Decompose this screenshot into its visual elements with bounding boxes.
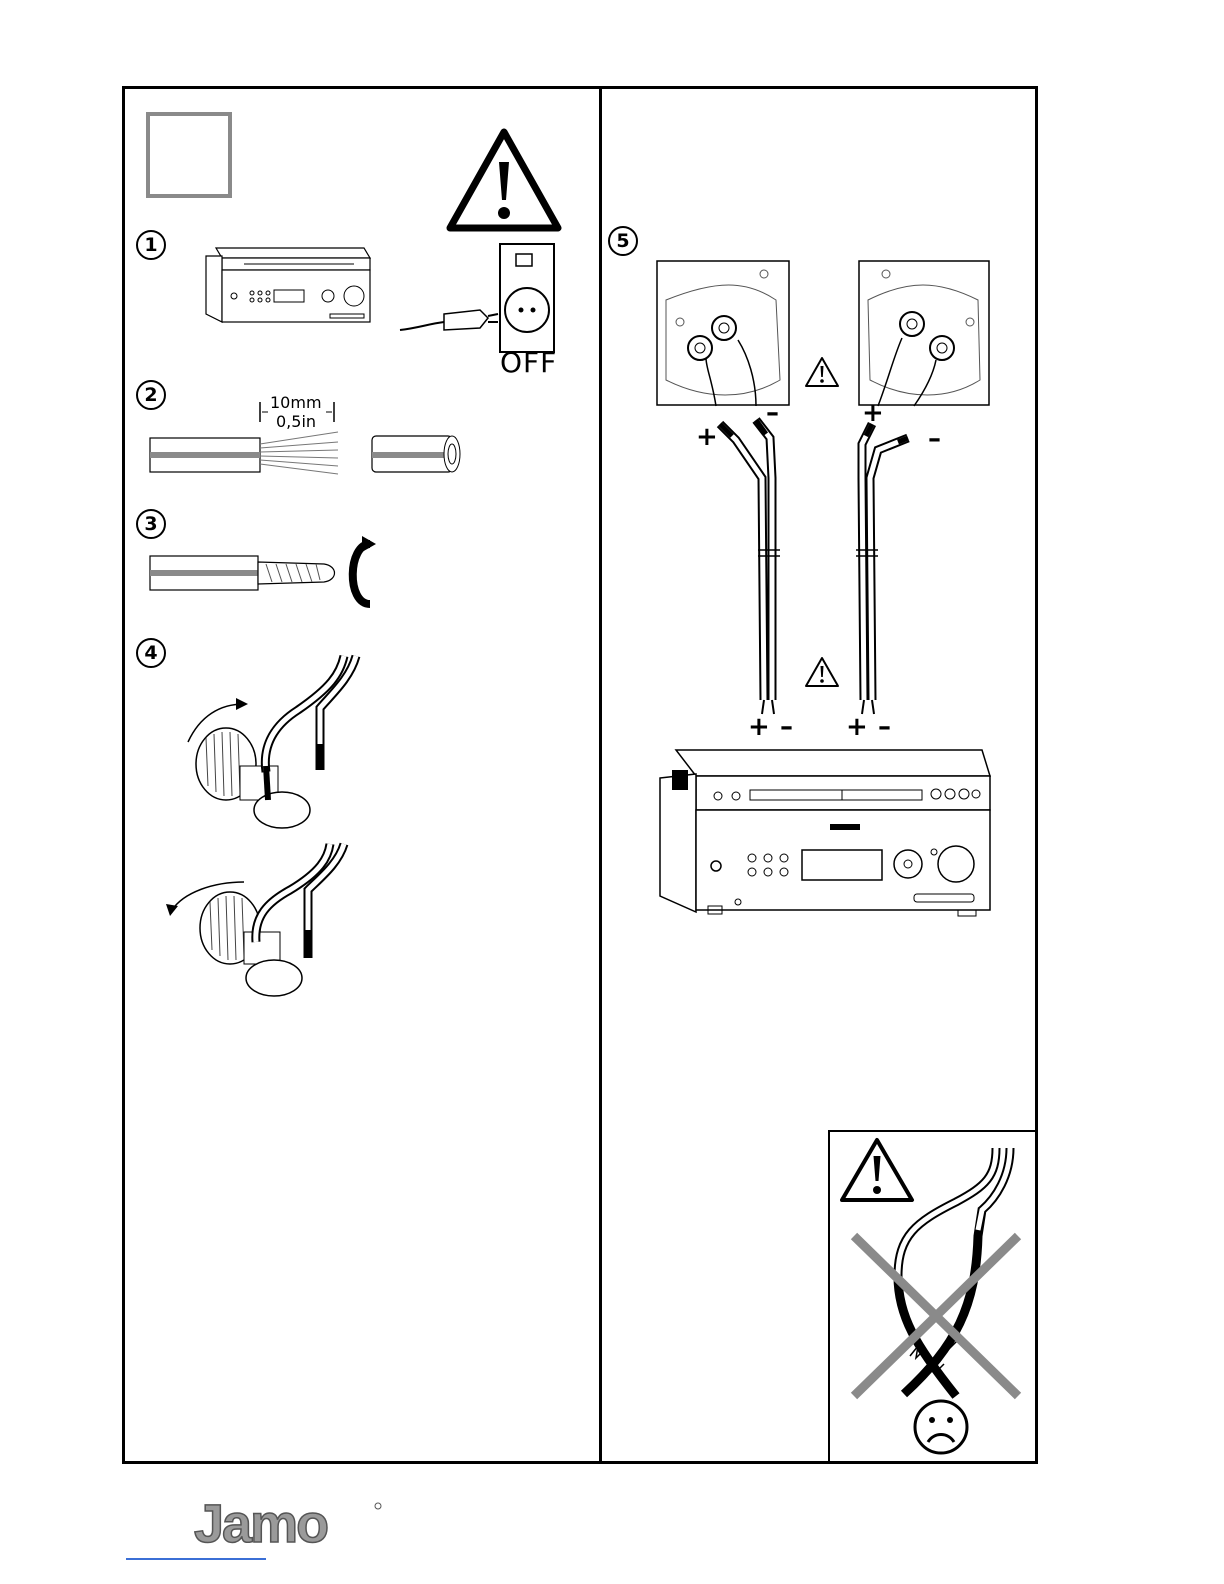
polarity-warning-icon [804, 356, 840, 388]
left-speaker-minus-label: – [766, 398, 779, 428]
left-speaker-plus-label: + [696, 422, 718, 452]
sad-face-icon [912, 1398, 970, 1456]
jamo-logo: Jamo [194, 1496, 384, 1550]
column-divider [599, 86, 602, 1464]
step-number-4: 4 [136, 638, 166, 668]
power-off-label: OFF [500, 346, 557, 379]
right-speaker-terminal-illustration [858, 260, 990, 406]
left-speaker-terminal-illustration [656, 260, 790, 406]
stripped-wire-illustration [148, 396, 468, 480]
right-speaker-minus-label: – [928, 424, 941, 454]
amp-left-plus-label: + [748, 712, 770, 742]
cross-out-icon [850, 1232, 1022, 1400]
svg-text:Jamo: Jamo [194, 1494, 327, 1554]
receiver-stack-illustration [204, 238, 376, 328]
step-number-5: 5 [608, 226, 638, 256]
amp-left-minus-label: – [780, 712, 793, 742]
warning-triangle-icon [444, 126, 564, 234]
amplifier-illustration [656, 746, 992, 922]
binding-post-loosen-illustration [164, 842, 364, 1002]
amp-right-minus-label: – [878, 712, 891, 742]
right-speaker-plus-label: + [862, 398, 884, 428]
language-marker-box [146, 112, 232, 198]
step-number-3: 3 [136, 509, 166, 539]
speaker-cables-illustration [700, 404, 930, 724]
rotate-icon [342, 534, 382, 614]
footer-link-underline [126, 1558, 266, 1560]
step-number-1: 1 [136, 230, 166, 260]
amp-right-plus-label: + [846, 712, 868, 742]
power-outlet-icon [398, 242, 558, 354]
binding-post-tighten-illustration [180, 654, 370, 834]
